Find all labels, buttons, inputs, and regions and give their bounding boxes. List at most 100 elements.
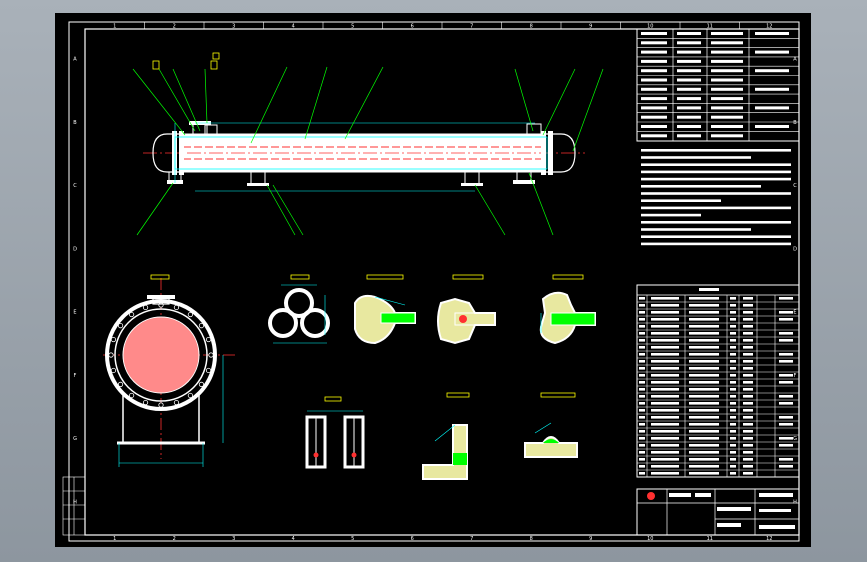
parts-name-mark <box>689 472 719 475</box>
parts-code-mark <box>651 402 679 405</box>
spec-label-mark <box>641 59 667 63</box>
parts-remark-mark <box>779 465 793 468</box>
parts-name-mark <box>689 465 719 468</box>
parts-material-mark <box>743 297 753 300</box>
spec-value-mark <box>677 134 701 138</box>
parts-qty-mark <box>730 318 736 321</box>
parts-code-mark <box>651 304 679 307</box>
parts-name-mark <box>689 353 719 356</box>
note-line <box>641 149 791 152</box>
zone-label-top: 3 <box>232 24 235 30</box>
zone-label-side-right: E <box>793 310 796 316</box>
parts-index-mark <box>639 374 645 377</box>
spec-label-mark <box>711 32 743 35</box>
school-logo-mark <box>647 492 655 500</box>
parts-qty-mark <box>730 465 736 468</box>
spec-label-mark <box>641 69 667 73</box>
zone-label-bottom: 4 <box>292 536 295 542</box>
parts-index-mark <box>639 416 645 419</box>
spec-value-mark <box>677 50 701 54</box>
tube-bundle <box>122 316 200 394</box>
zone-label-side: G <box>73 436 77 442</box>
spec-value-mark <box>755 87 789 91</box>
spec-value-mark <box>677 87 701 91</box>
parts-list-header-mark <box>699 288 719 291</box>
parts-name-mark <box>689 332 719 335</box>
spec-label-mark <box>711 87 743 91</box>
zone-label-bottom: 5 <box>351 536 354 542</box>
zone-label-side-right: G <box>793 436 797 442</box>
zone-label-top: 9 <box>589 24 592 30</box>
main-elevation-view <box>132 52 604 236</box>
parts-remark-mark <box>779 311 793 314</box>
parts-material-mark <box>743 465 753 468</box>
bolt-hole <box>173 399 180 406</box>
parts-index-mark <box>639 451 645 454</box>
zone-label-top: 8 <box>530 24 533 30</box>
parts-name-mark <box>689 423 719 426</box>
parts-code-mark <box>651 409 679 412</box>
spec-label-mark <box>641 41 667 45</box>
spec-label-mark <box>711 59 743 63</box>
zone-label-side: E <box>73 310 76 316</box>
zone-label-bottom: 1 <box>113 536 116 542</box>
bolt-hole <box>110 367 117 374</box>
spec-label-mark <box>641 32 667 35</box>
spec-value-mark <box>677 115 701 119</box>
parts-code-mark <box>651 451 679 454</box>
spec-label-mark <box>641 87 667 91</box>
parts-material-mark <box>743 360 753 363</box>
stamp-grid <box>62 476 86 536</box>
parts-name-mark <box>689 416 719 419</box>
parts-qty-mark <box>730 423 736 426</box>
bolt-hole <box>110 336 117 343</box>
zone-label-side: H <box>73 499 77 505</box>
parts-material-mark <box>743 318 753 321</box>
zone-label-top: 12 <box>766 24 772 30</box>
bolt-hole <box>142 399 149 406</box>
parts-index-mark <box>639 430 645 433</box>
parts-name-mark <box>689 444 719 447</box>
parts-name-mark <box>689 297 719 300</box>
parts-name-mark <box>689 388 719 391</box>
note-line <box>641 199 721 202</box>
spec-value-mark <box>755 106 789 110</box>
parts-remark-mark <box>779 297 793 300</box>
parts-name-mark <box>689 304 719 307</box>
zone-label-top: 5 <box>351 24 354 30</box>
zone-label-bottom: 7 <box>470 536 473 542</box>
technical-spec-table <box>636 28 800 142</box>
parts-qty-mark <box>730 437 736 440</box>
parts-code-mark <box>651 318 679 321</box>
spec-label-mark <box>711 97 743 101</box>
parts-material-mark <box>743 458 753 461</box>
parts-remark-mark <box>779 318 793 321</box>
zone-label-side-right: D <box>793 246 797 252</box>
parts-name-mark <box>689 458 719 461</box>
bolt-hole <box>129 392 135 399</box>
bolt-hole <box>173 304 180 311</box>
parts-name-mark <box>689 367 719 370</box>
parts-material-mark <box>743 423 753 426</box>
parts-remark-mark <box>779 395 793 398</box>
parts-qty-mark <box>730 339 736 342</box>
parts-index-mark <box>639 402 645 405</box>
parts-qty-mark <box>730 374 736 377</box>
zone-label-side-right: H <box>793 499 797 505</box>
parts-qty-mark <box>730 416 736 419</box>
parts-index-mark <box>639 360 645 363</box>
bolt-hole <box>198 381 205 387</box>
zone-label-top: 1 <box>113 24 116 30</box>
parts-code-mark <box>651 458 679 461</box>
parts-material-mark <box>743 388 753 391</box>
parts-qty-mark <box>730 325 736 328</box>
spec-value-mark <box>755 69 789 73</box>
parts-material-mark <box>743 472 753 475</box>
parts-index-mark <box>639 388 645 391</box>
spec-value-mark <box>677 69 701 73</box>
bolt-hole <box>108 352 114 358</box>
end-view-section <box>103 274 235 467</box>
